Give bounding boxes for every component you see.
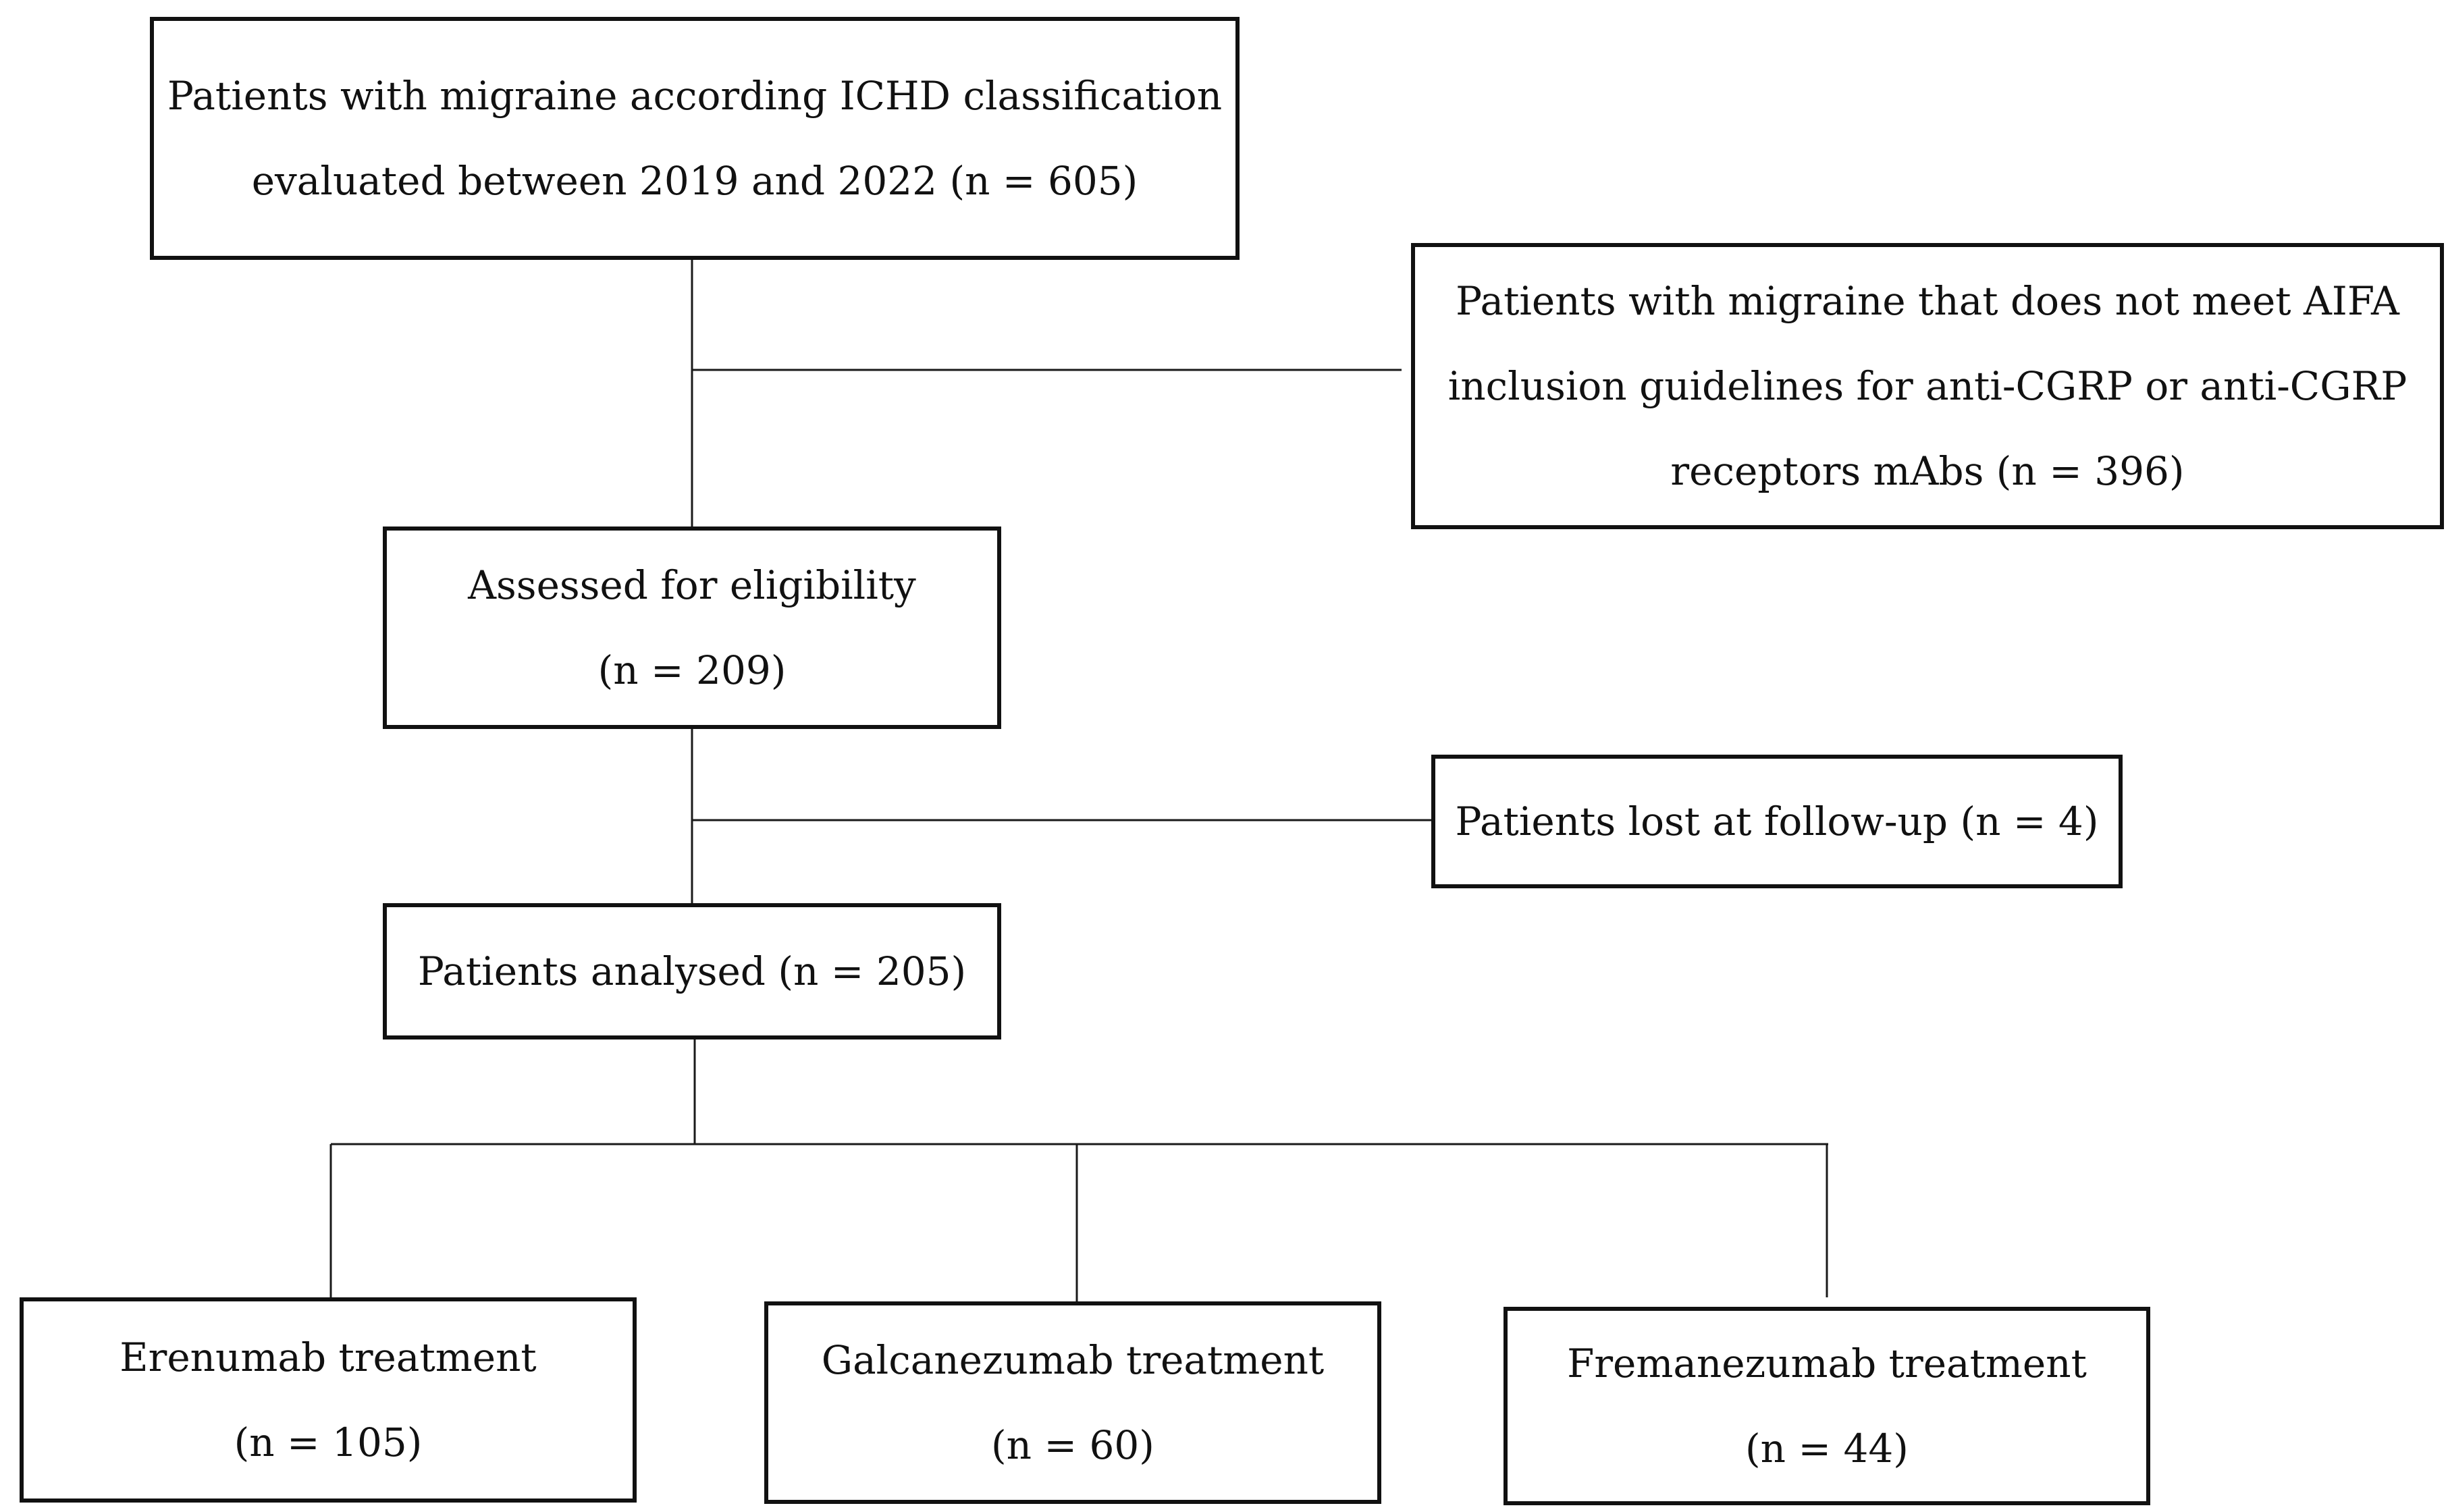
- fremanezumab-label: Fremanezumab treatment: [1567, 1341, 2087, 1386]
- excluded-line-2: inclusion guidelines for anti-CGRP or an…: [1447, 363, 2407, 409]
- excluded-box: Patients with migraine that does not mee…: [1411, 243, 2444, 529]
- erenumab-box: Erenumab treatment (n = 105): [20, 1297, 637, 1503]
- galcanezumab-box: Galcanezumab treatment (n = 60): [764, 1301, 1381, 1504]
- fremanezumab-count: (n = 44): [1745, 1426, 1909, 1472]
- eligibility-label: Assessed for eligibility: [468, 562, 916, 608]
- galcanezumab-label: Galcanezumab treatment: [821, 1337, 1325, 1383]
- eligibility-box: Assessed for eligibility (n = 209): [383, 526, 1001, 729]
- analysed-label: Patients analysed (n = 205): [417, 948, 967, 994]
- erenumab-count: (n = 105): [234, 1420, 423, 1465]
- analysed-box: Patients analysed (n = 205): [383, 903, 1001, 1040]
- erenumab-label: Erenumab treatment: [119, 1334, 537, 1380]
- source-line-1: Patients with migraine according ICHD cl…: [167, 73, 1223, 119]
- source-population-box: Patients with migraine according ICHD cl…: [150, 17, 1240, 260]
- excluded-line-1: Patients with migraine that does not mee…: [1456, 278, 2399, 324]
- eligibility-count: (n = 209): [597, 647, 787, 693]
- lost-follow-up-label: Patients lost at follow-up (n = 4): [1455, 799, 2099, 844]
- fremanezumab-box: Fremanezumab treatment (n = 44): [1504, 1307, 2150, 1505]
- source-line-2: evaluated between 2019 and 2022 (n = 605…: [251, 158, 1138, 204]
- galcanezumab-count: (n = 60): [991, 1422, 1154, 1468]
- lost-follow-up-box: Patients lost at follow-up (n = 4): [1431, 755, 2123, 888]
- excluded-line-3: receptors mAbs (n = 396): [1670, 448, 2185, 494]
